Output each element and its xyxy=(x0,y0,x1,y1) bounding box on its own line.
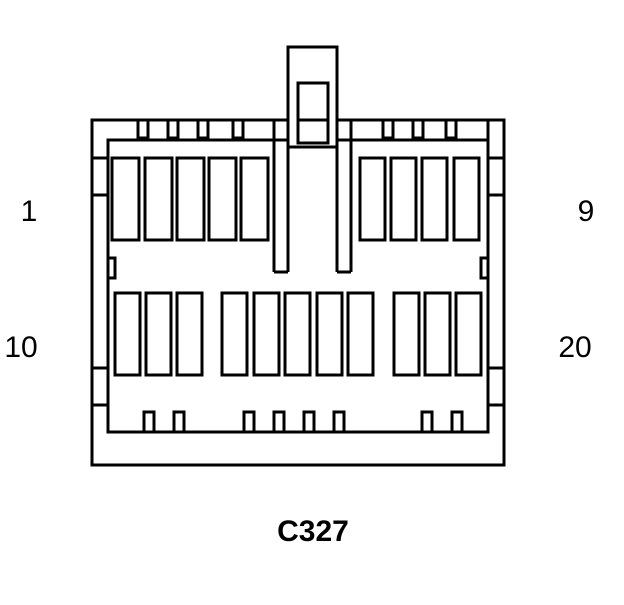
top-row-cavities xyxy=(110,156,481,242)
cavity-12 xyxy=(175,291,204,377)
cavity-9 xyxy=(452,156,481,242)
cavity-6 xyxy=(358,156,387,242)
cavity-18 xyxy=(392,291,421,377)
cavity-8 xyxy=(420,156,449,242)
cavity-4 xyxy=(207,156,238,242)
cavity-13 xyxy=(220,291,249,377)
locking-latch xyxy=(272,45,353,274)
cavity-16 xyxy=(315,291,344,377)
bottom-tabs xyxy=(142,410,464,434)
cavity-20 xyxy=(454,291,483,377)
cavity-2 xyxy=(143,156,174,242)
cavity-3 xyxy=(175,156,206,242)
pin-label-bottom-left: 10 xyxy=(4,331,37,364)
cavity-14 xyxy=(252,291,281,377)
connector-id-label: C327 xyxy=(277,515,349,548)
pin-label-top-left: 1 xyxy=(21,195,38,228)
cavity-7 xyxy=(389,156,418,242)
side-notches xyxy=(92,156,504,407)
pin-label-top-right: 9 xyxy=(578,195,595,228)
top-tabs xyxy=(136,118,458,140)
cavity-10 xyxy=(113,291,142,377)
cavity-11 xyxy=(144,291,173,377)
pin-label-bottom-right: 20 xyxy=(558,331,591,364)
connector-inner-frame xyxy=(106,138,490,434)
cavity-1 xyxy=(110,156,141,242)
cavity-15 xyxy=(283,291,312,377)
cavity-19 xyxy=(423,291,452,377)
cavity-17 xyxy=(346,291,375,377)
cavity-5 xyxy=(239,156,270,242)
bottom-row-cavities xyxy=(113,291,483,377)
